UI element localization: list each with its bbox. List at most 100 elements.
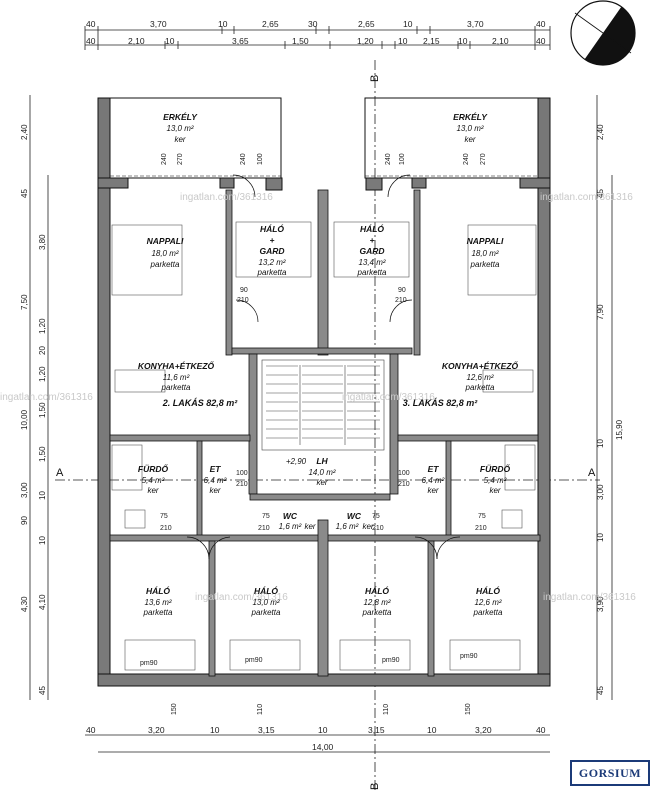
room-area: 12,6 m² [474, 598, 501, 607]
north-arrow-icon [570, 0, 636, 66]
dim-top1-2: 10 [218, 19, 228, 29]
balcony-left [97, 97, 282, 179]
dim-left-4: 1,20 [38, 318, 47, 334]
room-erkely-right: ERKÉLY 13,0 m² ker [453, 112, 488, 144]
right-dimension-labels: 2,40 45 7,90 15,90 10 3,00 10 3,90 45 [596, 124, 624, 695]
door-label: 210 [475, 525, 487, 532]
apartment-label: 3. LAKÁS 82,8 m² [403, 398, 479, 408]
door-label: 110 [383, 704, 390, 715]
door-label: 100 [398, 470, 410, 477]
dim-bot-2: 10 [210, 725, 220, 735]
door-label: 210 [258, 525, 270, 532]
room-floor: ker [316, 478, 327, 487]
dim-top2-0: 40 [86, 36, 96, 46]
room-floor: parketta [150, 260, 180, 269]
room-nappali-left: NAPPALI 18,0 m² parketta [147, 236, 184, 269]
door-label: pm90 [140, 660, 158, 667]
room-floor: ker [209, 486, 220, 495]
top-dimensions [84, 26, 551, 50]
door-label: 240 [385, 153, 392, 165]
level-mark: +2,90 [286, 457, 307, 466]
room-wc-left: WC 1,6 m² ker [279, 511, 316, 531]
section-a-left: A [56, 467, 64, 479]
door-label: 100 [257, 153, 264, 165]
dim-top2-3: 3,65 [232, 36, 249, 46]
apartment-label: 2. LAKÁS 82,8 m² [162, 398, 239, 408]
room-name: FÜRDŐ [138, 463, 169, 474]
room-area: 13,6 m² [144, 598, 171, 607]
left-dimension-labels: 2,40 45 3,80 7,50 1,20 20 1,20 1,50 10,0… [20, 124, 47, 695]
room-floor: parketta [470, 260, 500, 269]
room-halo-2: HÁLÓ 13,0 m² parketta [251, 585, 281, 617]
room-area: 13,0 m² [252, 598, 279, 607]
dim-bot-total: 14,00 [312, 742, 334, 752]
dim-right-2: 7,90 [596, 304, 605, 320]
dim-left-15: 4,10 [38, 594, 47, 610]
dim-bot-4: 10 [318, 725, 328, 735]
room-area: 5,4 m² [142, 476, 165, 485]
door-label: 210 [372, 525, 384, 532]
dim-top2-5: 1,20 [357, 36, 374, 46]
room-name: KONYHA+ÉTKEZŐ [442, 360, 519, 371]
door-label: pm90 [245, 657, 263, 664]
dim-top2-9: 2,10 [492, 36, 509, 46]
dim-top1-5: 2,65 [358, 19, 375, 29]
room-floor: parketta [465, 383, 495, 392]
room-name: HÁLÓ [476, 585, 500, 596]
room-konyha-left: KONYHA+ÉTKEZŐ 11,6 m² parketta 2. LAKÁS … [138, 360, 238, 408]
room-area: 5,4 m² [484, 476, 507, 485]
room-name-2: GARD [259, 246, 284, 256]
section-b-bottom: B [369, 783, 381, 790]
room-area: 13,0 m² [166, 124, 193, 133]
room-floor: parketta [251, 608, 281, 617]
watermark-2: ingatlan.com/361316 [540, 192, 633, 203]
room-name: HÁLÓ [365, 585, 389, 596]
door-label: 90 [398, 287, 406, 294]
dim-left-6: 1,20 [38, 366, 47, 382]
interior-walls [109, 189, 541, 677]
outer-walls [97, 177, 551, 687]
room-floor: parketta [143, 608, 173, 617]
room-name: HÁLÓ [254, 585, 278, 596]
room-halo-3: HÁLÓ 12,8 m² parketta [362, 585, 392, 617]
door-label: 75 [262, 513, 270, 520]
room-area: 12,6 m² [466, 373, 493, 382]
room-halo-gard-right: HÁLÓ + GARD 13,4 m² parketta [357, 223, 387, 277]
room-floor: ker [362, 522, 373, 531]
door-label: 110 [257, 704, 264, 715]
door-label: 210 [395, 297, 407, 304]
dim-left-7: 1,50 [38, 402, 47, 418]
dim-right-0: 2,40 [596, 124, 605, 140]
room-wc-right: WC 1,6 m² ker [336, 511, 374, 531]
door-label: 75 [478, 513, 486, 520]
watermark-1: ingatlan.com/361316 [180, 192, 273, 203]
dim-left-12: 90 [20, 516, 29, 525]
room-name-2: GARD [359, 246, 384, 256]
room-floor: ker [147, 486, 158, 495]
dim-left-3: 7,50 [20, 294, 29, 310]
room-name: HÁLÓ [360, 223, 384, 234]
dim-top2-2: 10 [165, 36, 175, 46]
balcony-right [364, 97, 551, 179]
room-floor: ker [464, 135, 475, 144]
dim-top1-7: 3,70 [467, 19, 484, 29]
dim-left-1: 45 [20, 189, 29, 198]
door-label: 75 [372, 513, 380, 520]
dim-left-14: 4,30 [20, 596, 29, 612]
room-name: NAPPALI [467, 236, 504, 246]
room-furdo-left: FÜRDŐ 5,4 m² ker [138, 463, 169, 495]
dim-left-13: 10 [38, 536, 47, 545]
section-b-top: B [369, 75, 381, 82]
room-floor: parketta [161, 383, 191, 392]
watermark-5: ingatlan.com/361316 [195, 592, 288, 603]
room-floor: parketta [473, 608, 503, 617]
logo-text: GORSIUM [578, 765, 642, 780]
bottom-dimensions [85, 734, 550, 753]
room-area: 18,0 m² [471, 249, 498, 258]
door-label: 210 [160, 525, 172, 532]
door-label: 150 [465, 703, 472, 715]
door-label: 100 [399, 153, 406, 165]
dim-top1-4: 30 [308, 19, 318, 29]
door-label: 270 [480, 153, 487, 165]
room-name: LH [316, 456, 328, 466]
